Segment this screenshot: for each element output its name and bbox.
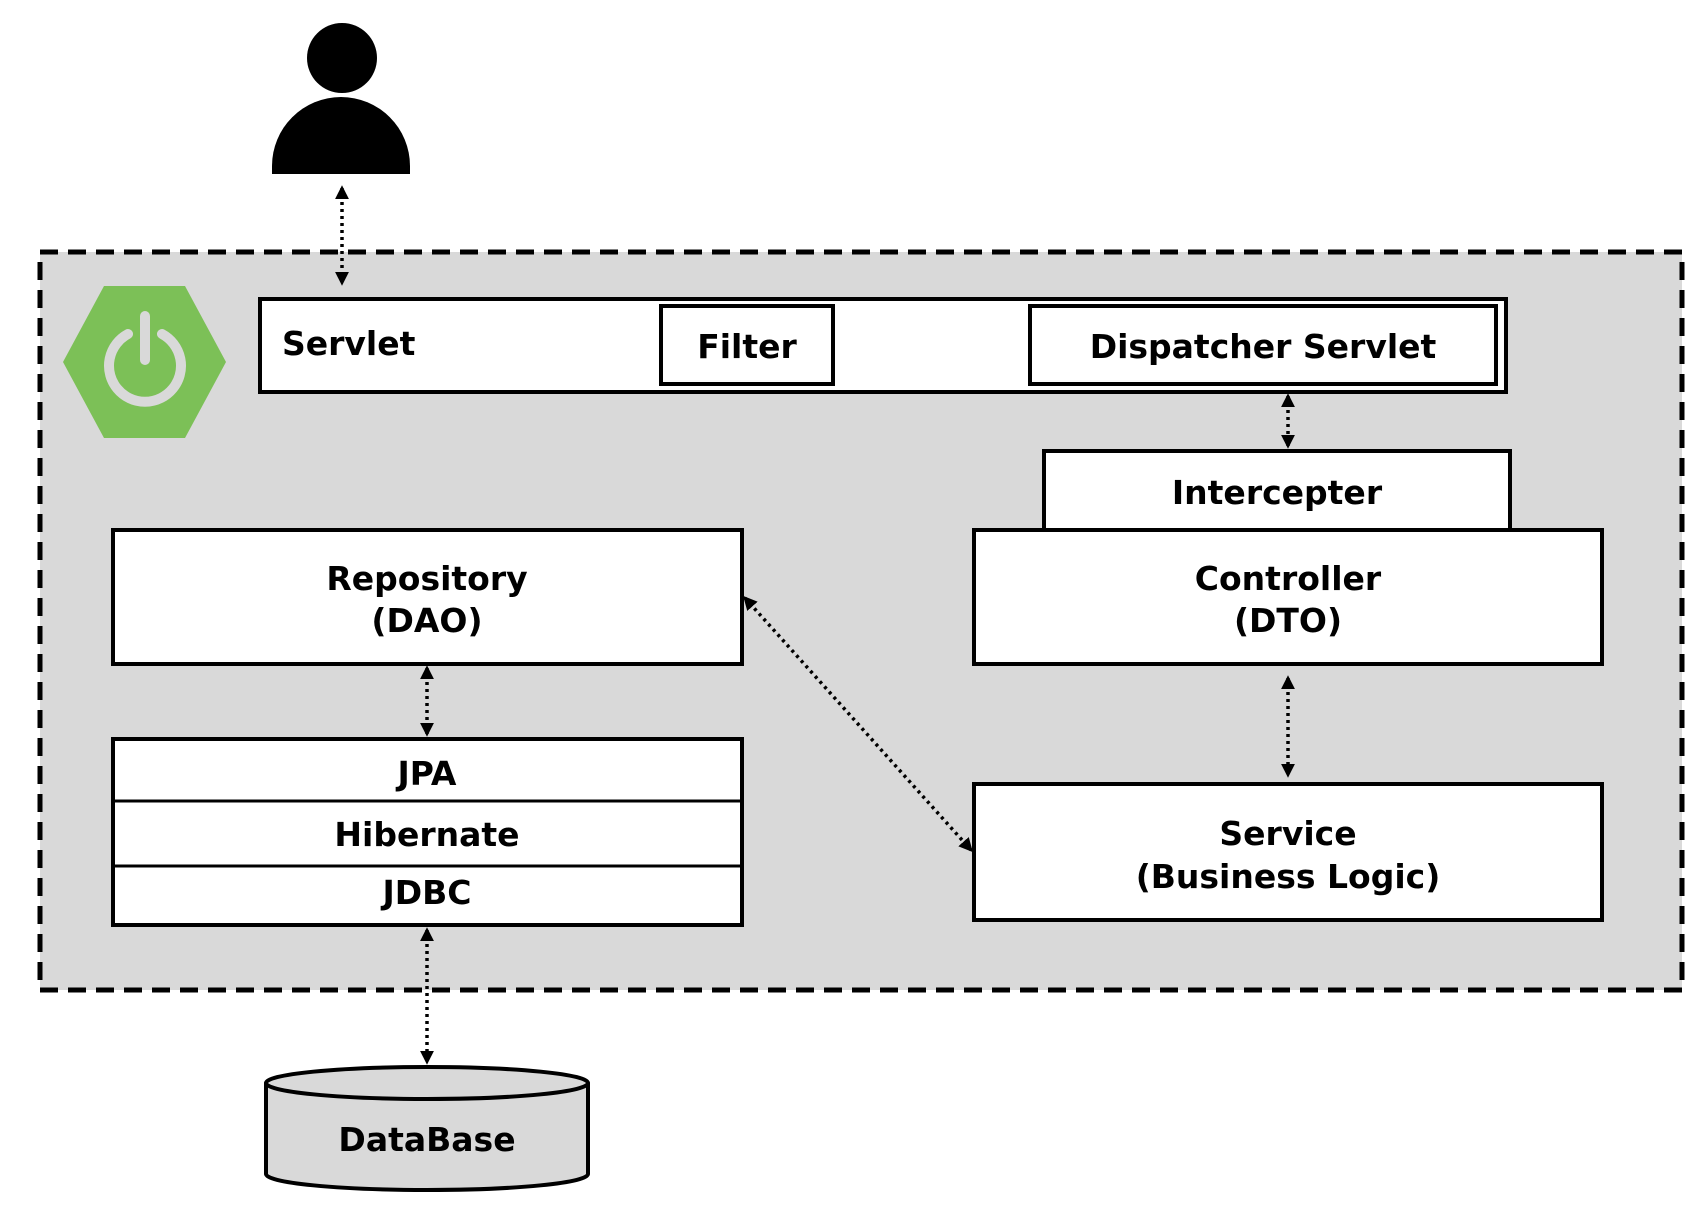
persistence-stack: JPA Hibernate JDBC — [111, 737, 744, 927]
spring-power-icon — [63, 286, 226, 438]
dispatcher-servlet-label: Dispatcher Servlet — [1090, 327, 1437, 366]
service-sublabel: (Business Logic) — [1136, 857, 1441, 896]
controller-sublabel: (DTO) — [1234, 601, 1342, 640]
service-box — [972, 782, 1604, 922]
dispatcher-servlet-box — [1028, 304, 1498, 386]
service-label: Service — [1219, 814, 1356, 853]
repository-label: Repository — [326, 559, 527, 598]
repository-sublabel: (DAO) — [371, 601, 482, 640]
database-cylinder: DataBase — [264, 1065, 590, 1192]
intercepter-label: Intercepter — [1172, 473, 1383, 512]
user-icon — [272, 23, 410, 174]
connector-repository-service — [743, 595, 973, 853]
jdbc-label: JDBC — [380, 873, 471, 912]
hibernate-label: Hibernate — [334, 815, 519, 854]
servlet-label: Servlet — [282, 324, 416, 363]
repository-box — [111, 528, 744, 666]
controller-label: Controller — [1195, 559, 1382, 598]
filter-label: Filter — [697, 327, 797, 366]
filter-box — [659, 304, 835, 386]
database-label: DataBase — [338, 1120, 515, 1159]
jpa-label: JPA — [396, 754, 457, 793]
controller-box — [972, 528, 1604, 666]
